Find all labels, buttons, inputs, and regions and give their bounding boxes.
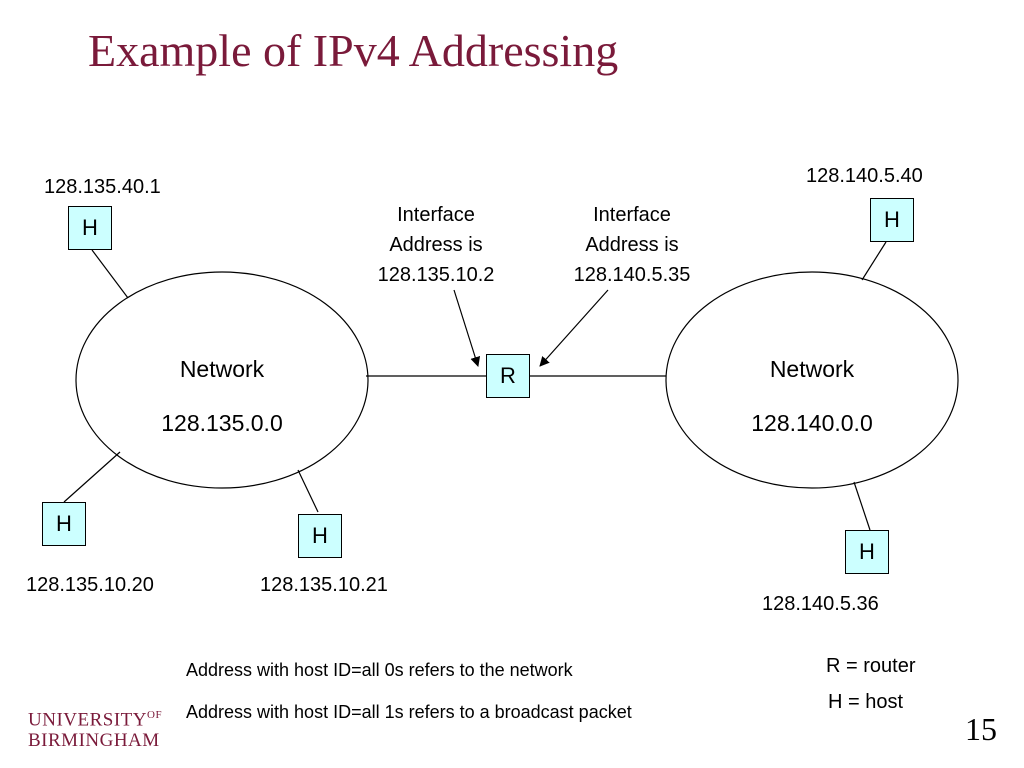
host-left-bottom-2: H (298, 514, 342, 558)
host-right-top-address: 128.140.5.40 (806, 165, 923, 187)
right-network-label: Network 128.140.0.0 (712, 342, 912, 450)
host-left-bottom-1: H (42, 502, 86, 546)
interface-left-line2: Address is (389, 234, 483, 256)
link-left-bottom-host-1 (63, 451, 121, 503)
left-network-label: Network 128.135.0.0 (122, 342, 322, 450)
host-right-bottom: H (845, 530, 889, 574)
link-right-top-host (861, 241, 887, 281)
router-node: R (486, 354, 530, 398)
host-left-top-address: 128.135.40.1 (44, 176, 161, 198)
host-right-top: H (870, 198, 914, 242)
link-left-bottom-host-2 (297, 469, 319, 513)
logo-line2: BIRMINGHAM (28, 730, 160, 752)
host-left-bottom-2-address: 128.135.10.21 (260, 574, 388, 596)
university-logo: UNIVERSITYOF BIRMINGHAM (28, 705, 162, 751)
logo-line1: UNIVERSITY (28, 709, 147, 731)
broadcast-address-note: Address with host ID=all 1s refers to a … (186, 702, 632, 722)
interface-right-line1: Interface (593, 204, 671, 226)
right-network-address: 128.140.0.0 (751, 410, 873, 436)
right-network-ellipse (665, 271, 959, 489)
interface-right-label: Interface Address is 128.140.5.35 (542, 200, 722, 290)
arrow-interface-left (453, 289, 481, 367)
legend-router: R = router (826, 655, 916, 677)
right-network-name: Network (769, 356, 855, 382)
interface-right-line2: Address is (585, 234, 679, 256)
left-network-ellipse (75, 271, 369, 489)
interface-left-line3: 128.135.10.2 (377, 264, 495, 286)
link-left-top-host (91, 249, 129, 299)
legend-host: H = host (828, 691, 904, 713)
arrow-interface-right (539, 289, 609, 367)
logo-of: OF (147, 709, 163, 721)
network-address-note: Address with host ID=all 0s refers to th… (186, 660, 573, 680)
interface-left-line1: Interface (397, 204, 475, 226)
left-network-address: 128.135.0.0 (161, 410, 283, 436)
interface-right-line3: 128.140.5.35 (573, 264, 691, 286)
link-right-bottom-host (853, 481, 871, 531)
host-left-bottom-1-address: 128.135.10.20 (26, 574, 154, 596)
host-right-bottom-address: 128.140.5.36 (762, 593, 879, 615)
host-left-top: H (68, 206, 112, 250)
slide-title: Example of IPv4 Addressing (88, 25, 619, 76)
page-number: 15 (965, 711, 997, 747)
left-network-name: Network (179, 356, 265, 382)
interface-left-label: Interface Address is 128.135.10.2 (346, 200, 526, 290)
